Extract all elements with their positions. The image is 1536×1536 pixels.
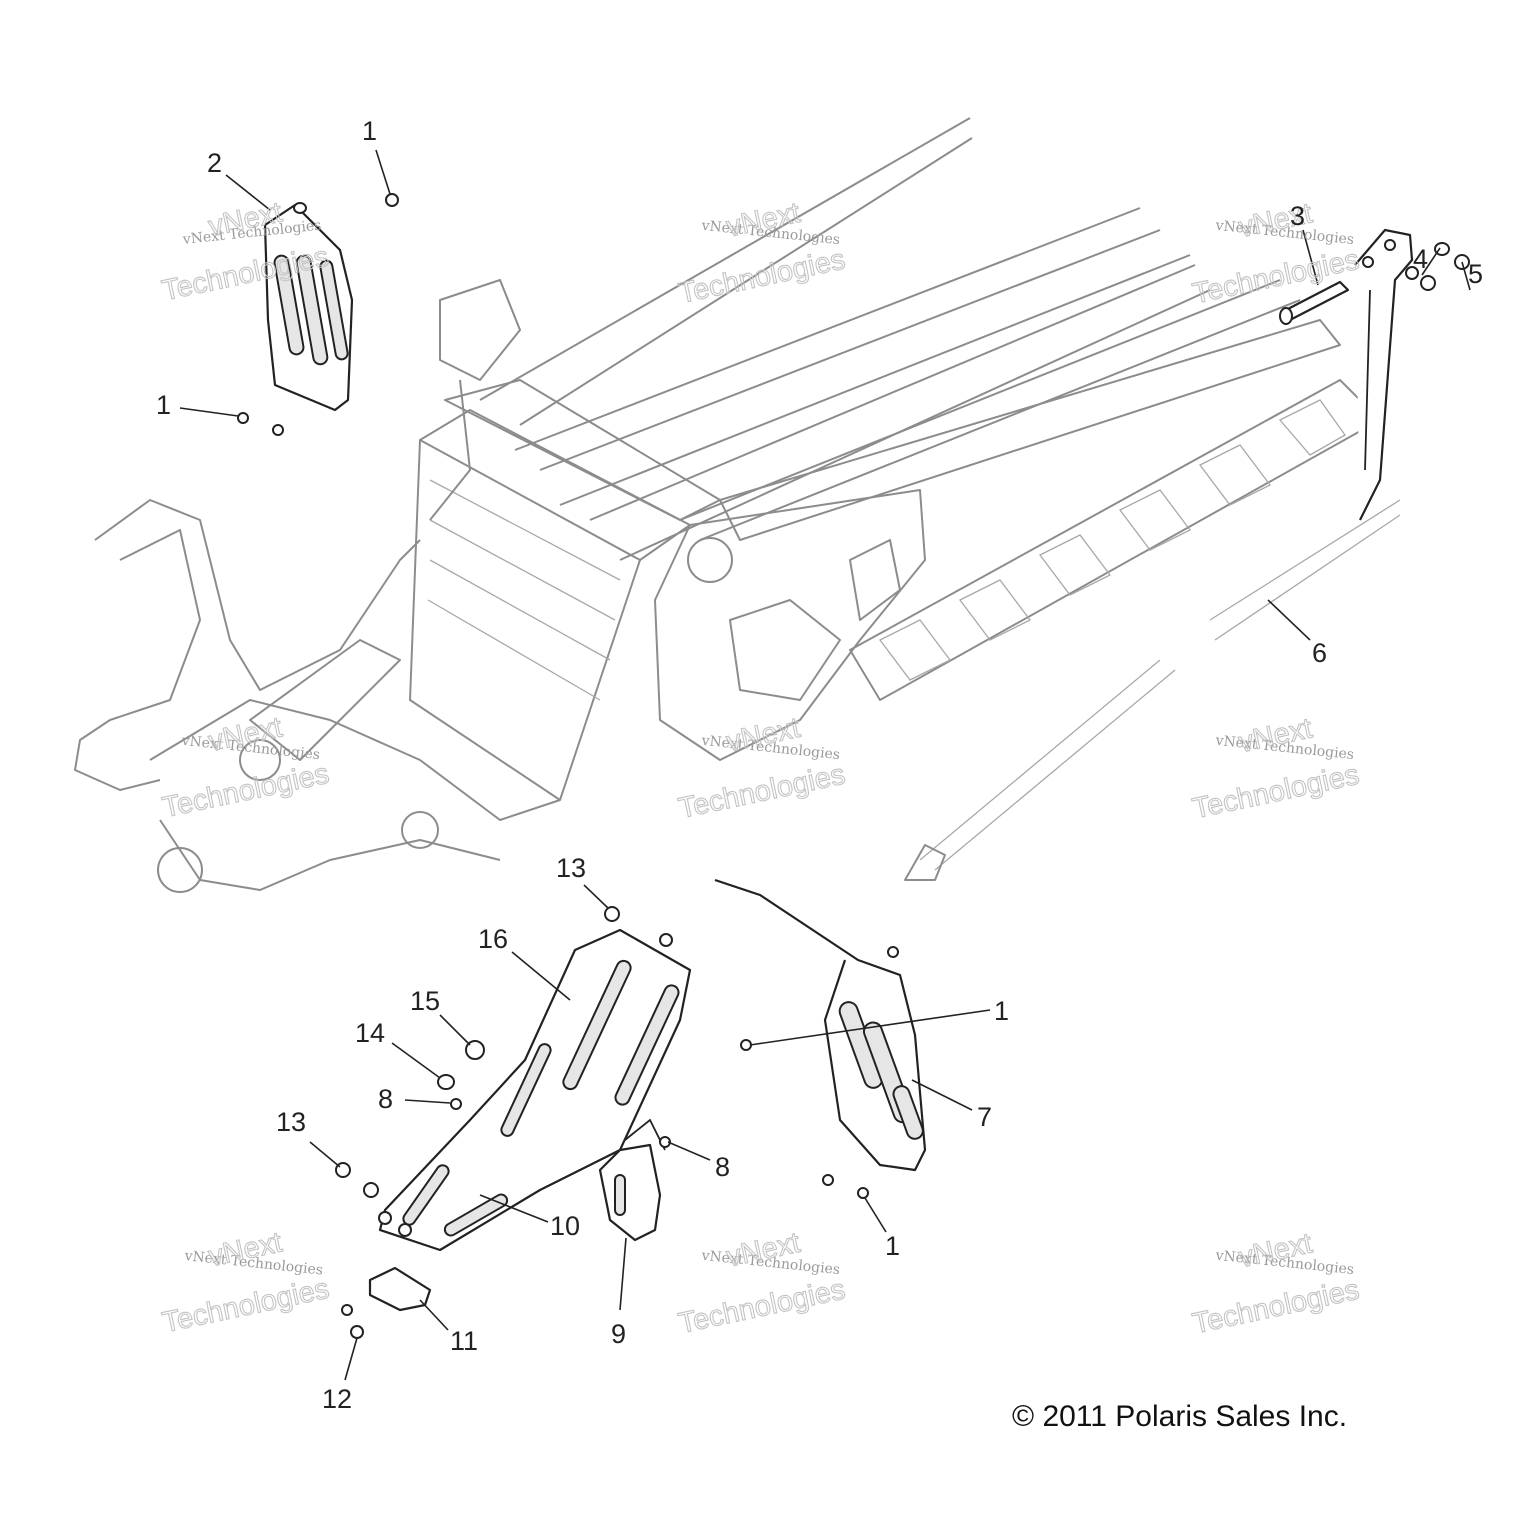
svg-text:Technologies: Technologies bbox=[676, 1274, 848, 1340]
callout-label: 5 bbox=[1468, 259, 1483, 289]
callout-label: 6 bbox=[1312, 638, 1327, 668]
footrest-panel-upper bbox=[263, 203, 354, 412]
watermark: vNext Technologies vNext Technologies bbox=[675, 1226, 848, 1340]
watermark: vNext Technologies vNext Technologies bbox=[675, 711, 848, 825]
svg-text:Technologies: Technologies bbox=[1190, 244, 1362, 310]
watermark: vNext Technologies vNext Technologies bbox=[1189, 712, 1362, 826]
small-bracket bbox=[368, 1266, 432, 1312]
copyright-text: © 2011 Polaris Sales Inc. bbox=[1012, 1400, 1347, 1433]
callout-label: 8 bbox=[715, 1152, 730, 1182]
callout-label: 4 bbox=[1413, 244, 1428, 274]
callout-label: 9 bbox=[611, 1319, 626, 1349]
callout-label: 1 bbox=[156, 390, 171, 420]
footrest-panel-right bbox=[714, 878, 927, 1172]
svg-text:Technologies: Technologies bbox=[676, 759, 848, 825]
hardware bbox=[237, 193, 899, 1339]
callout-label: 7 bbox=[977, 1102, 992, 1132]
callout-label: 13 bbox=[276, 1107, 306, 1137]
callout-label: 1 bbox=[885, 1231, 900, 1261]
callout-label: 8 bbox=[378, 1084, 393, 1114]
svg-text:Technologies: Technologies bbox=[1190, 1274, 1362, 1340]
callout-label: 2 bbox=[207, 148, 222, 178]
footrest-main bbox=[378, 928, 692, 1252]
watermark: vNext Technologies vNext Technologies bbox=[1189, 1227, 1362, 1341]
bumper-strut bbox=[1354, 228, 1470, 521]
svg-text:Technologies: Technologies bbox=[160, 1273, 332, 1339]
svg-text:Technologies: Technologies bbox=[676, 244, 848, 310]
callout-label: 16 bbox=[478, 924, 508, 954]
leader-lines bbox=[179, 149, 1471, 1381]
pin-part bbox=[1279, 280, 1350, 325]
svg-text:Technologies: Technologies bbox=[1190, 759, 1362, 825]
svg-text:Technologies: Technologies bbox=[160, 758, 332, 824]
watermark: vNext Technologies vNext Technologies bbox=[159, 711, 332, 825]
callout-label: 12 bbox=[322, 1384, 352, 1414]
callout-label: 3 bbox=[1290, 201, 1305, 231]
callouts: 1 2 1 3 4 5 6 13 16 15 14 8 13 10 11 12 … bbox=[156, 116, 1483, 1414]
watermark: vNext Technologies vNext Technologies bbox=[159, 1226, 332, 1340]
callout-label: 15 bbox=[410, 986, 440, 1016]
callout-label: 10 bbox=[550, 1211, 580, 1241]
callout-label: 1 bbox=[994, 996, 1009, 1026]
callout-label: 14 bbox=[355, 1018, 385, 1048]
callout-label: 13 bbox=[556, 853, 586, 883]
callout-label: 1 bbox=[362, 116, 377, 146]
callout-label: 11 bbox=[450, 1326, 478, 1356]
watermark: vNext Technologies vNext Technologies bbox=[675, 196, 848, 310]
